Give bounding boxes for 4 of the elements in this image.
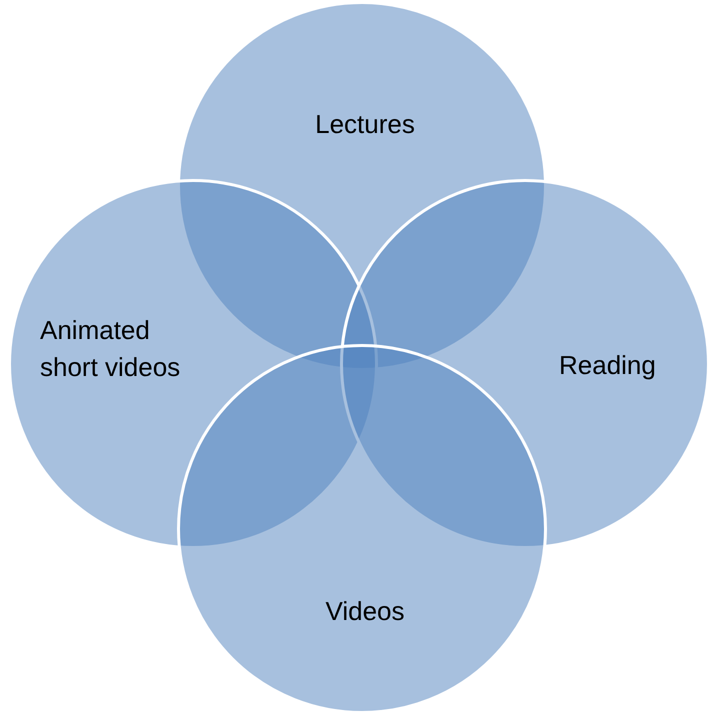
circle-label: Animated short videos — [40, 314, 182, 384]
circle-label: Videos — [324, 595, 406, 628]
circle-label: Reading — [559, 349, 657, 382]
circle-label: Lectures — [314, 108, 416, 141]
